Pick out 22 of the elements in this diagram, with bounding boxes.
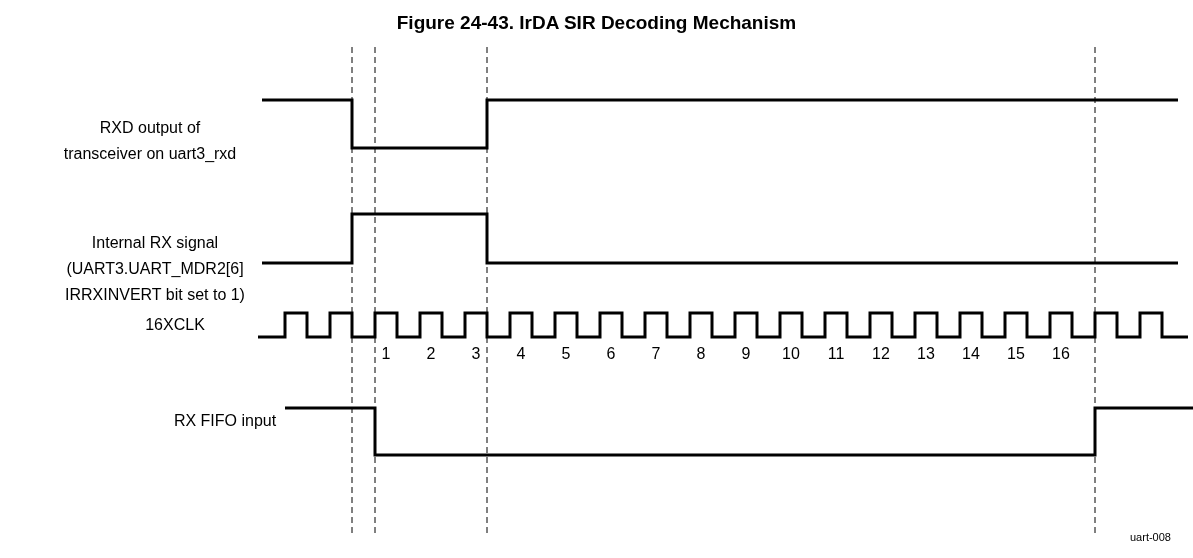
clock-cycle-number: 2 [425, 344, 437, 364]
clock-cycle-number: 13 [916, 344, 936, 364]
clock-cycle-number: 16 [1051, 344, 1071, 364]
clock-cycle-number: 5 [560, 344, 572, 364]
clock-cycle-number: 15 [1006, 344, 1026, 364]
clock-cycle-number: 11 [826, 344, 846, 364]
signal-name: RXD output of transceiver on uart3_rxd [62, 118, 238, 164]
signal-name: RX FIFO input [172, 411, 278, 431]
clock-cycle-number: 8 [695, 344, 707, 364]
signal-name: Internal RX signal (UART3.UART_MDR2[6] IRRXINVERT bit set to 1) [64, 233, 246, 305]
clock-cycle-number: 4 [515, 344, 527, 364]
clock-cycle-number: 7 [650, 344, 662, 364]
clock-cycle-number: 1 [380, 344, 392, 364]
clock-cycle-number: 3 [470, 344, 482, 364]
figure-title: Figure 24-43. IrDA SIR Decoding Mechanism [395, 12, 798, 34]
figure-id: uart-008 [1130, 530, 1172, 544]
clock-cycle-number: 6 [605, 344, 617, 364]
clock-cycle-number: 10 [781, 344, 801, 364]
clock-cycle-number: 14 [961, 344, 981, 364]
clock-cycle-number: 12 [871, 344, 891, 364]
signal-name: 16XCLK [144, 315, 206, 335]
clock-cycle-number: 9 [740, 344, 752, 364]
